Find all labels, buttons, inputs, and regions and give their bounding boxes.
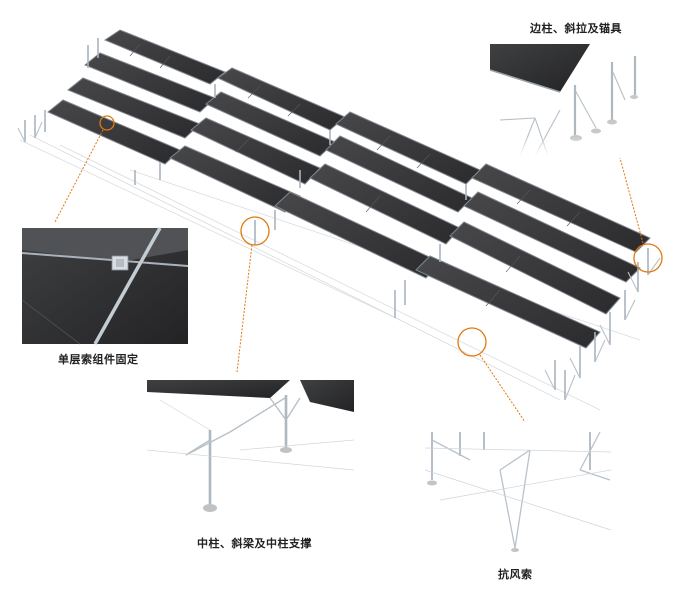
inset-edge-post xyxy=(489,44,652,157)
panel-row-2 xyxy=(84,52,641,283)
orange-circle-icon xyxy=(99,115,115,131)
leader-line-wind-cable xyxy=(479,354,526,423)
panel-row-4 xyxy=(47,99,601,349)
leader-line-edge-post xyxy=(619,157,644,244)
orange-circle-icon xyxy=(240,216,270,246)
support-posts xyxy=(24,38,649,400)
leader-line-middle-post xyxy=(236,244,253,373)
panel-row-1 xyxy=(103,29,651,253)
panel-row-3 xyxy=(67,77,621,315)
callout-markers xyxy=(54,115,663,423)
orange-circle-icon xyxy=(633,243,663,273)
main-array xyxy=(17,29,661,411)
inset-single-cable xyxy=(21,227,189,345)
label-wind-cable: 抗风索 xyxy=(498,568,533,581)
label-edge-post: 边柱、斜拉及锚具 xyxy=(530,22,622,35)
label-middle-post: 中柱、斜梁及中柱支撑 xyxy=(197,537,312,550)
inset-middle-post xyxy=(146,380,355,517)
orange-circle-icon xyxy=(457,327,487,357)
inset-wind-cable xyxy=(424,430,612,558)
label-single-cable: 单层索组件固定 xyxy=(58,353,139,366)
panel-cell-lines xyxy=(129,43,581,307)
